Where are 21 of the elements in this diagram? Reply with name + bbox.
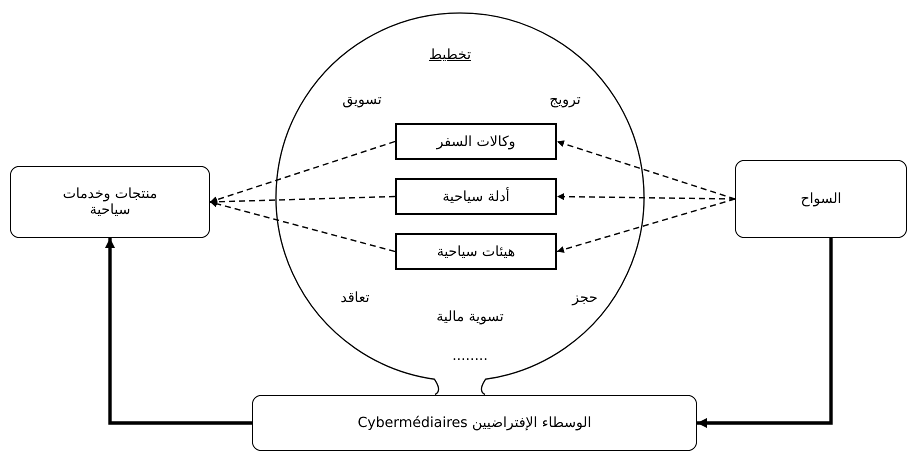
arrow (210, 140, 396, 204)
process-box: منتجات وخدمات سياحية (10, 166, 210, 238)
circle-label: تعاقد (340, 290, 370, 306)
service-box: وكالات السفر (395, 123, 557, 160)
circle-label: تسوية مالية (436, 309, 504, 325)
arrow (210, 196, 396, 206)
arrow (557, 193, 735, 200)
arrow (556, 198, 736, 253)
arrow (105, 238, 252, 425)
circle-label: ترويج (549, 92, 581, 108)
arrow (556, 140, 736, 200)
circle-label: حجز (572, 290, 598, 306)
arrow (697, 238, 833, 428)
service-box: هيئات سياحية (395, 233, 557, 270)
circle-label: ........ (452, 348, 488, 364)
circle-label: تسويق (342, 92, 382, 108)
process-box: السواح (735, 160, 907, 238)
circle-label: تخطيط (429, 47, 471, 63)
process-box: الوسطاء الإفتراضيين Cybermédiaires (252, 395, 697, 451)
service-box: أدلة سياحية (395, 178, 557, 215)
arrow (210, 200, 396, 252)
